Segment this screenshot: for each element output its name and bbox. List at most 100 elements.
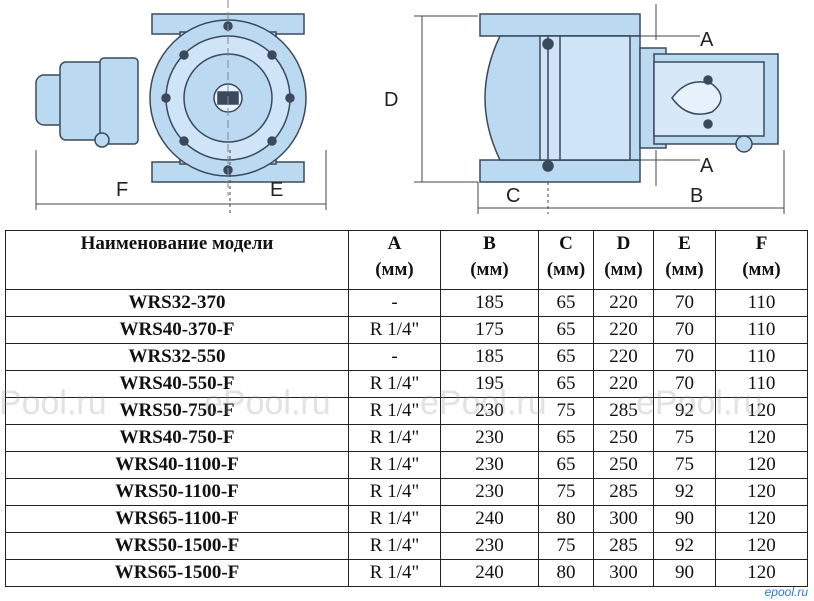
model-name-cell: WRS50-1500-F — [5, 532, 349, 560]
dimension-cell: 195 — [440, 370, 539, 398]
header-unit: (мм) — [604, 259, 643, 280]
dimension-cell: 120 — [715, 532, 808, 560]
header-col-f: F(мм) — [715, 230, 808, 290]
dim-label-f: F — [116, 179, 128, 201]
dimension-cell: 110 — [715, 343, 808, 371]
dimension-cell: 92 — [653, 478, 716, 506]
dimension-cell: 285 — [593, 478, 654, 506]
dimension-cell: 70 — [653, 343, 716, 371]
dimension-cell: 92 — [653, 397, 716, 425]
dimension-cell: 220 — [593, 370, 654, 398]
dimension-cell: 250 — [593, 424, 654, 452]
dimension-cell: 240 — [440, 559, 539, 587]
dimension-cell: 80 — [538, 505, 594, 533]
dimension-cell: R 1/4" — [348, 451, 441, 479]
model-name-cell: WRS40-370-F — [5, 316, 349, 344]
dimension-cell: 65 — [538, 370, 594, 398]
dimension-cell: 70 — [653, 370, 716, 398]
dim-label-a-bottom: A — [700, 155, 714, 177]
dimension-cell: 65 — [538, 451, 594, 479]
dimension-cell: 92 — [653, 532, 716, 560]
dimension-cell: 80 — [538, 559, 594, 587]
dimension-cell: 220 — [593, 316, 654, 344]
header-col-b: B (мм) — [440, 230, 539, 290]
dimension-cell: 75 — [538, 532, 594, 560]
side-view-dimensions — [414, 4, 785, 214]
dimension-cell: 185 — [440, 343, 539, 371]
dimension-cell: 65 — [538, 316, 594, 344]
header-unit: (мм) — [546, 259, 586, 280]
dimension-cell: 75 — [538, 397, 594, 425]
model-name-cell: WRS40-1100-F — [5, 451, 349, 479]
header-col-a: A(мм) — [348, 230, 441, 290]
dimension-cell: R 1/4" — [348, 397, 441, 425]
header-label: B — [483, 233, 496, 254]
model-name-cell: WRS32-550 — [5, 343, 349, 371]
dimension-cell: 110 — [715, 370, 808, 398]
dimension-cell: 110 — [715, 289, 808, 317]
header-col-d: D (мм) — [593, 230, 654, 290]
dimension-cell: R 1/4" — [348, 370, 441, 398]
front-view-dimensions — [35, 0, 327, 214]
dimension-cell: 300 — [593, 559, 654, 587]
dimension-cell: 185 — [440, 289, 539, 317]
dimension-cell: R 1/4" — [348, 532, 441, 560]
dimension-cell: 175 — [440, 316, 539, 344]
dimension-cell: - — [348, 343, 441, 371]
dim-label-a-top: A — [700, 29, 714, 51]
pump-side-view — [479, 13, 779, 183]
header-label: C — [559, 233, 573, 254]
dimension-cell: R 1/4" — [348, 424, 441, 452]
dimension-cell: 70 — [653, 316, 716, 344]
dimension-cell: 285 — [593, 397, 654, 425]
dim-label-c: C — [506, 185, 520, 207]
dimension-cell: 75 — [653, 424, 716, 452]
header-label: A — [387, 233, 402, 254]
dimension-cell: 250 — [593, 451, 654, 479]
dimension-cell: R 1/4" — [348, 505, 441, 533]
header-unit: (мм) — [742, 259, 781, 280]
dimension-cell: 230 — [440, 532, 539, 560]
dimension-cell: R 1/4" — [348, 559, 441, 587]
dimension-cell: 230 — [440, 397, 539, 425]
dimension-cell: 240 — [440, 505, 539, 533]
model-name-cell: WRS65-1100-F — [5, 505, 349, 533]
dimension-cell: 65 — [538, 343, 594, 371]
model-name-cell: WRS50-1100-F — [5, 478, 349, 506]
header-unit: (мм) — [665, 259, 704, 280]
header-label: Наименование модели — [80, 233, 274, 254]
header-unit: (мм) — [470, 259, 509, 280]
dim-label-b: B — [690, 185, 703, 207]
model-name-cell: WRS40-550-F — [5, 370, 349, 398]
dim-label-e: E — [270, 179, 283, 201]
model-name-cell: WRS50-750-F — [5, 397, 349, 425]
dimension-cell: 120 — [715, 559, 808, 587]
dimension-cell: 230 — [440, 451, 539, 479]
header-model-name: Наименование модели — [5, 230, 349, 290]
pump-front-view — [35, 13, 307, 183]
model-name-cell: WRS32-370 — [5, 289, 349, 317]
dimension-cell: 120 — [715, 424, 808, 452]
dimension-cell: R 1/4" — [348, 478, 441, 506]
header-label: D — [616, 233, 631, 254]
dimension-cell: 220 — [593, 343, 654, 371]
dimension-cell: - — [348, 289, 441, 317]
dimension-cell: 120 — [715, 505, 808, 533]
dimension-cell: 90 — [653, 505, 716, 533]
model-name-cell: WRS40-750-F — [5, 424, 349, 452]
dimension-cell: 120 — [715, 451, 808, 479]
dimension-cell: 220 — [593, 289, 654, 317]
dim-label-d: D — [384, 89, 398, 111]
